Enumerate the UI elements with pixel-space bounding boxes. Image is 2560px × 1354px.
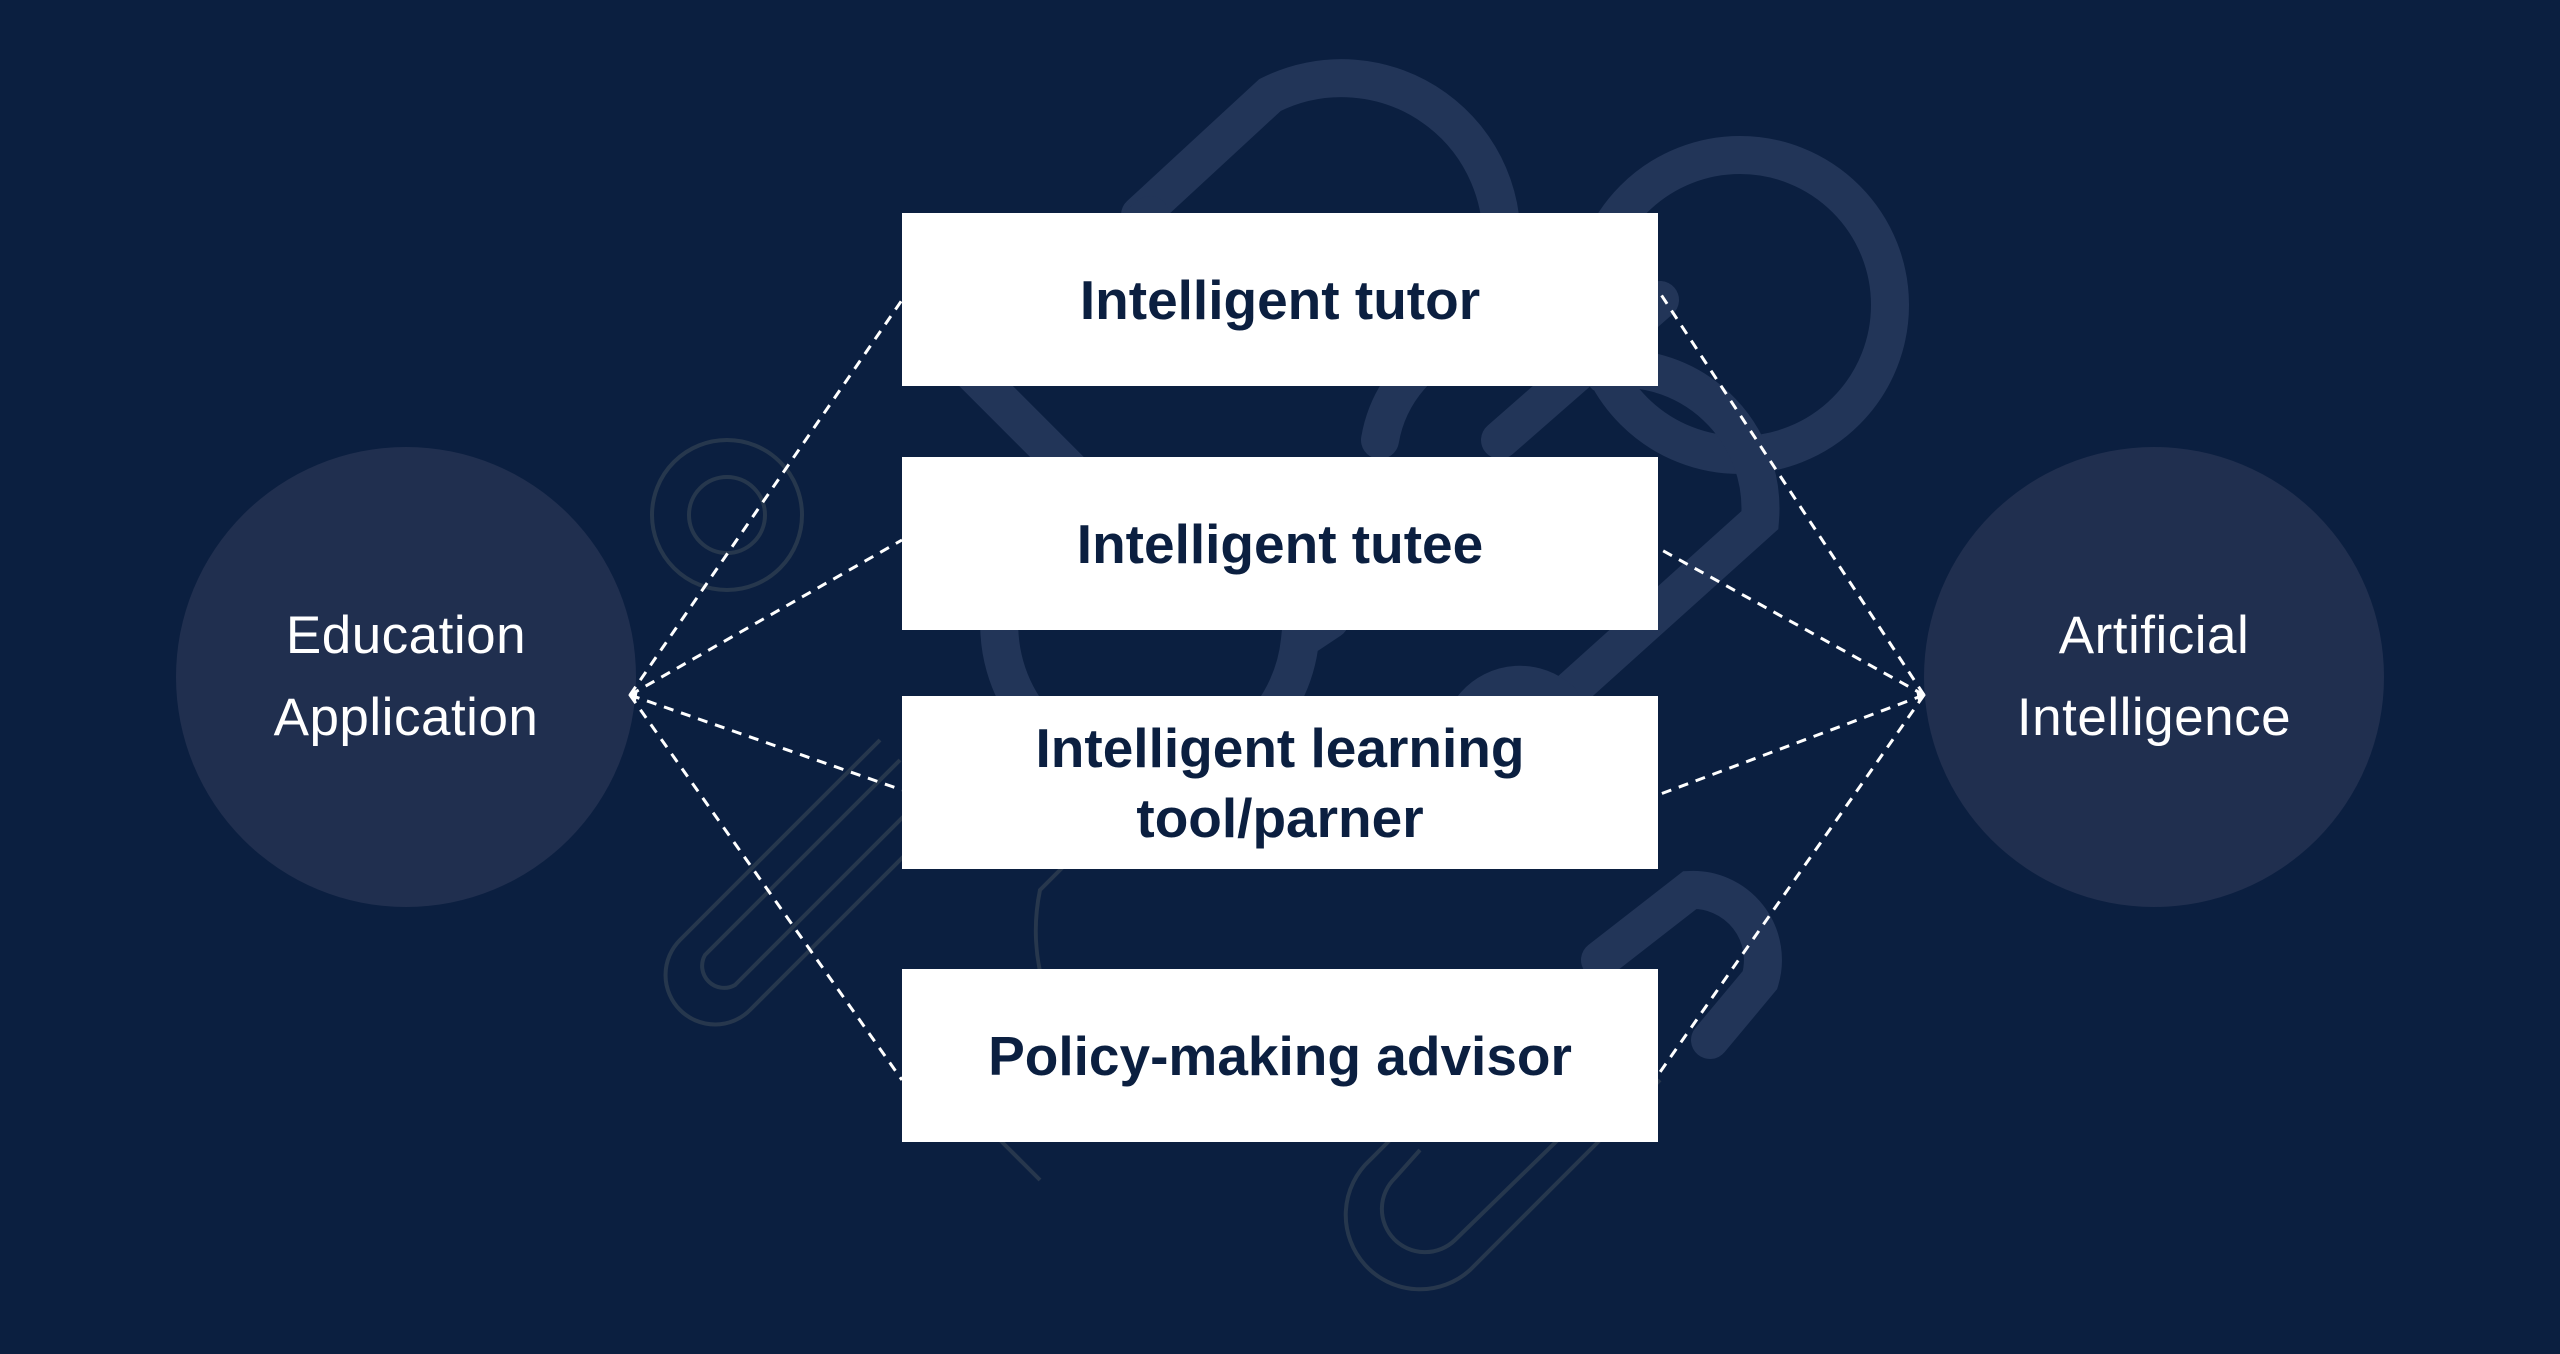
right-connector-policy-advisor: [1656, 694, 1926, 1076]
role-label: Intelligent tutee: [1076, 512, 1484, 575]
left-connector-policy-advisor: [628, 694, 904, 1081]
decor-thin-stroke: [700, 758, 922, 990]
decor-stroke: [1581, 870, 1782, 1059]
left-connector-learning-tool: [629, 693, 903, 792]
left-connector-tutor: [628, 299, 904, 696]
left-connector-tutee: [629, 538, 903, 697]
artificial-intelligence-node: Artificial Intelligence: [1924, 447, 2384, 907]
decor-thin-ring: [650, 438, 804, 592]
right-junction-arrowhead: [1916, 689, 1926, 701]
decor-thin-stroke: [1379, 1058, 1642, 1255]
role-box-intelligent-tutee: Intelligent tutee: [902, 457, 1658, 630]
decor-thin-stroke: [998, 1138, 1042, 1182]
role-label: Intelligent learning tool/parner: [1035, 716, 1525, 849]
decor-thin-stroke: [1343, 1078, 1662, 1292]
decor-thin-stroke: [663, 738, 942, 1027]
role-box-policy-making-advisor: Policy-making advisor: [902, 969, 1658, 1142]
role-label: Intelligent tutor: [1079, 268, 1481, 331]
right-connector-tutee: [1657, 546, 1925, 697]
left-junction-arrowhead: [628, 689, 638, 701]
role-box-intelligent-learning-tool: Intelligent learning tool/parner: [902, 696, 1658, 869]
role-label: Policy-making advisor: [988, 1024, 1572, 1087]
education-application-label: Education Application: [273, 606, 539, 747]
artificial-intelligence-label: Artificial Intelligence: [2016, 606, 2292, 747]
role-box-intelligent-tutor: Intelligent tutor: [902, 213, 1658, 386]
right-connector-tutor: [1656, 289, 1926, 696]
right-connector-learning-tool: [1657, 693, 1925, 797]
education-application-node: Education Application: [176, 447, 636, 907]
